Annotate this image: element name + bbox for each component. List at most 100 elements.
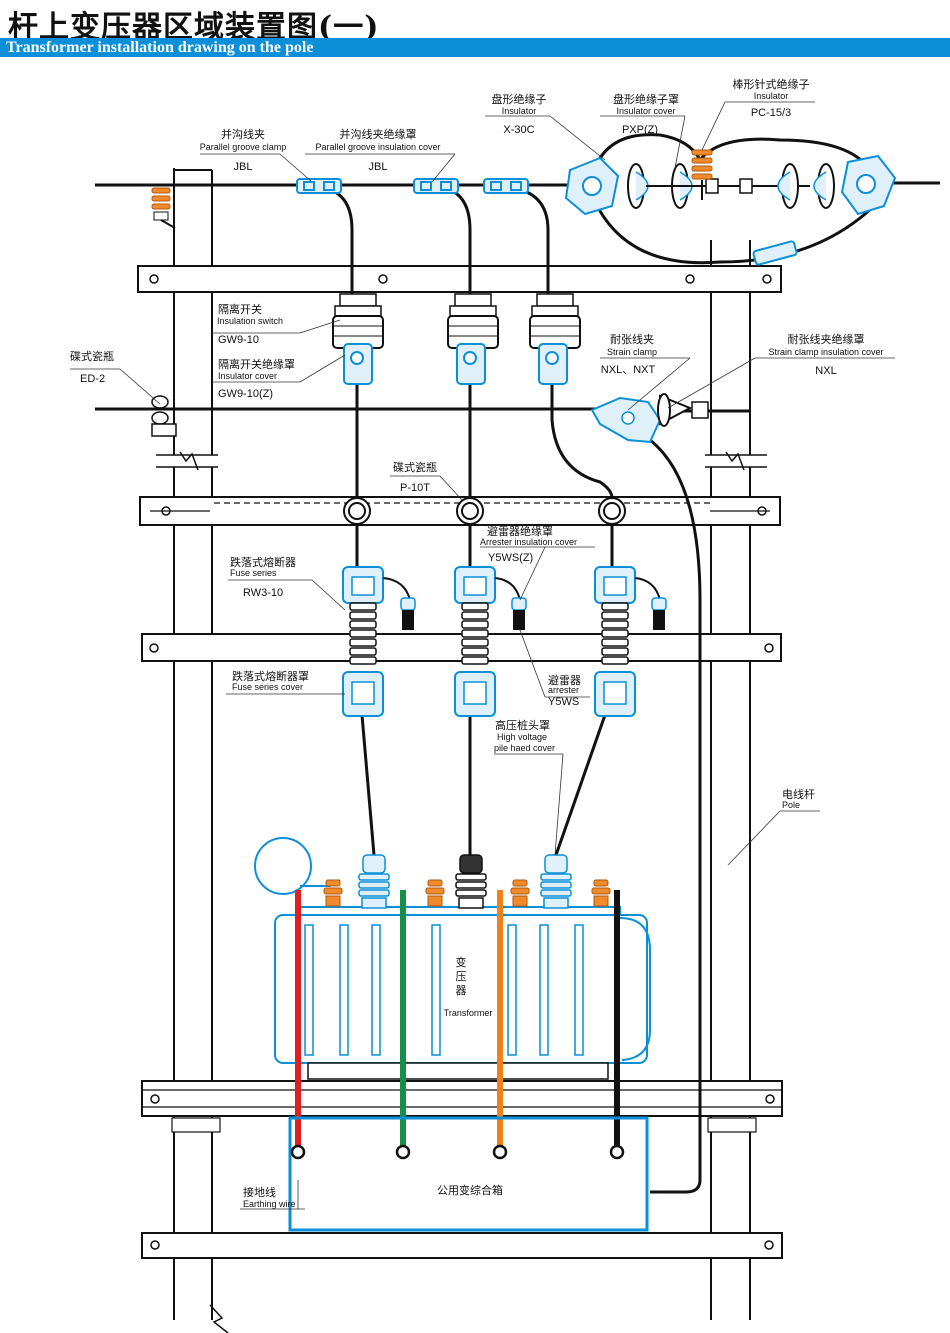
- svg-text:GW9-10: GW9-10: [218, 334, 259, 346]
- svg-text:电线杆: 电线杆: [782, 787, 815, 801]
- svg-text:Insulator: Insulator: [754, 91, 789, 101]
- svg-text:Strain clamp insulation cover: Strain clamp insulation cover: [768, 347, 883, 357]
- svg-text:RW3-10: RW3-10: [243, 587, 283, 599]
- fuse-1: [342, 566, 416, 717]
- svg-text:盘形绝缘子罩: 盘形绝缘子罩: [613, 92, 679, 106]
- svg-text:变: 变: [456, 955, 467, 969]
- svg-text:碟式瓷瓶: 碟式瓷瓶: [393, 460, 437, 474]
- svg-text:隔离开关: 隔离开关: [218, 302, 262, 316]
- crossarm-top: [137, 265, 782, 293]
- svg-text:Parallel groove insulation cov: Parallel groove insulation cover: [315, 142, 440, 152]
- left-pole: [173, 168, 213, 1320]
- label-pole: 电线杆 Pole: [782, 787, 815, 810]
- leader-lines: [70, 101, 895, 1210]
- transformer: [254, 837, 651, 1080]
- label-hv-pile-cover: 高压桩头罩 High voltage pile haed cover: [494, 718, 555, 753]
- overhead-conductors: [95, 181, 940, 1194]
- pole-top-insulator-icon: [151, 187, 176, 229]
- label-butterfly-p10t: 碟式瓷瓶 P-10T: [393, 460, 437, 494]
- svg-text:Y5WS: Y5WS: [548, 696, 579, 708]
- svg-text:压: 压: [456, 970, 467, 983]
- fuse-2: [454, 566, 527, 717]
- label-fuse: 跌落式熔断器 Fuse series RW3-10: [230, 555, 296, 599]
- label-earthing: 接地线 Earthing wire: [243, 1185, 296, 1209]
- label-isolation-switch-cover: 隔离开关绝缘罩 Insulator cover GW9-10(Z): [218, 357, 295, 400]
- pole-break-left: [156, 451, 218, 471]
- svg-text:并沟线夹绝缘罩: 并沟线夹绝缘罩: [340, 127, 417, 141]
- svg-text:跌落式熔断器罩: 跌落式熔断器罩: [232, 669, 309, 683]
- isolation-switch-1: [332, 293, 384, 385]
- svg-text:arrester: arrester: [548, 685, 579, 695]
- crossarm-transformer: [141, 1080, 783, 1133]
- svg-text:并沟线夹: 并沟线夹: [221, 127, 265, 141]
- label-disc-insulator: 盘形绝缘子 Insulator X-30C: [492, 92, 547, 136]
- svg-text:公用变综合箱: 公用变综合箱: [437, 1183, 503, 1197]
- label-transformer: 变 压 器 Transformer: [444, 955, 493, 1018]
- svg-text:耐张线夹绝缘罩: 耐张线夹绝缘罩: [788, 332, 865, 346]
- jbl-clamp-2: [413, 178, 459, 194]
- svg-text:跌落式熔断器: 跌落式熔断器: [230, 555, 296, 569]
- crossarm-bottom: [141, 1232, 783, 1259]
- svg-text:Fuse series: Fuse series: [230, 568, 277, 578]
- svg-text:避雷器: 避雷器: [548, 673, 581, 687]
- label-fuse-cover: 跌落式熔断器罩 Fuse series cover: [232, 669, 309, 692]
- svg-text:Transformer: Transformer: [444, 1008, 493, 1018]
- label-disc-insulator-cover: 盘形绝缘子罩 Insulator cover PXP(Z): [613, 92, 679, 136]
- strain-clamp-assembly: [590, 393, 709, 444]
- svg-text:隔离开关绝缘罩: 隔离开关绝缘罩: [218, 357, 295, 371]
- svg-text:PC-15/3: PC-15/3: [751, 107, 791, 119]
- svg-text:Fuse series cover: Fuse series cover: [232, 682, 303, 692]
- svg-text:JBL: JBL: [234, 161, 253, 173]
- isolation-switch-3: [529, 293, 581, 385]
- svg-text:NXL、NXT: NXL、NXT: [601, 364, 656, 376]
- disc-insulator-string: [564, 154, 897, 216]
- svg-text:NXL: NXL: [815, 365, 836, 377]
- label-jbl-cover: 并沟线夹绝缘罩 Parallel groove insulation cover…: [315, 127, 440, 173]
- pole-break-right: [705, 451, 767, 471]
- svg-text:Earthing wire: Earthing wire: [243, 1199, 296, 1209]
- svg-text:ED-2: ED-2: [80, 373, 105, 385]
- svg-text:耐张线夹: 耐张线夹: [610, 332, 654, 346]
- svg-text:Y5WS(Z): Y5WS(Z): [488, 552, 533, 564]
- jbl-clamp-1: [296, 178, 342, 194]
- svg-text:GW9-10(Z): GW9-10(Z): [218, 388, 273, 400]
- pin-insulator-icon: [691, 149, 713, 200]
- svg-text:接地线: 接地线: [243, 1185, 276, 1199]
- label-arrester-cover: 避雷器绝缘罩 Arrester insulation cover Y5WS(Z): [480, 524, 577, 564]
- svg-text:P-10T: P-10T: [400, 482, 430, 494]
- svg-text:器: 器: [456, 984, 467, 997]
- svg-text:pile haed cover: pile haed cover: [494, 743, 555, 753]
- label-box: 公用变综合箱: [437, 1183, 503, 1197]
- svg-text:碟式瓷瓶: 碟式瓷瓶: [70, 349, 114, 363]
- lv-phase-wires: [295, 890, 620, 1150]
- label-pin-insulator: 棒形针式绝缘子 Insulator PC-15/3: [733, 77, 810, 119]
- svg-text:棒形针式绝缘子: 棒形针式绝缘子: [733, 77, 810, 91]
- svg-text:Insulation switch: Insulation switch: [217, 316, 283, 326]
- svg-text:盘形绝缘子: 盘形绝缘子: [492, 92, 547, 106]
- label-isolation-switch: 隔离开关 Insulation switch GW9-10: [217, 302, 283, 346]
- svg-text:避雷器绝缘罩: 避雷器绝缘罩: [487, 524, 553, 538]
- page-subtitle: Transformer installation drawing on the …: [6, 39, 314, 56]
- svg-text:Insulator cover: Insulator cover: [218, 371, 277, 381]
- jbl-clamp-4: [752, 240, 798, 266]
- butterfly-insulator-p10t: [343, 497, 626, 525]
- title-bar: [0, 38, 950, 57]
- ground-break-mark: [209, 1304, 229, 1333]
- crossarm-fuse: [141, 633, 782, 662]
- svg-text:Parallel groove clamp: Parallel groove clamp: [200, 142, 287, 152]
- svg-text:Pole: Pole: [782, 800, 800, 810]
- right-pole: [710, 240, 751, 1320]
- svg-text:Arrester insulation cover: Arrester insulation cover: [480, 537, 577, 547]
- label-strain-clamp-cover: 耐张线夹绝缘罩 Strain clamp insulation cover NX…: [768, 332, 883, 377]
- svg-text:JBL: JBL: [369, 161, 388, 173]
- label-jbl-clamp: 并沟线夹 Parallel groove clamp JBL: [200, 127, 287, 173]
- isolation-switch-2: [447, 293, 499, 385]
- svg-text:High voltage: High voltage: [497, 732, 547, 742]
- label-arrester: 避雷器 arrester Y5WS: [548, 673, 581, 708]
- label-strain-clamp: 耐张线夹 Strain clamp NXL、NXT: [601, 332, 657, 376]
- svg-text:Insulator cover: Insulator cover: [616, 106, 675, 116]
- svg-text:Strain clamp: Strain clamp: [607, 347, 657, 357]
- fuse-3: [594, 566, 667, 717]
- svg-text:PXP(Z): PXP(Z): [622, 124, 658, 136]
